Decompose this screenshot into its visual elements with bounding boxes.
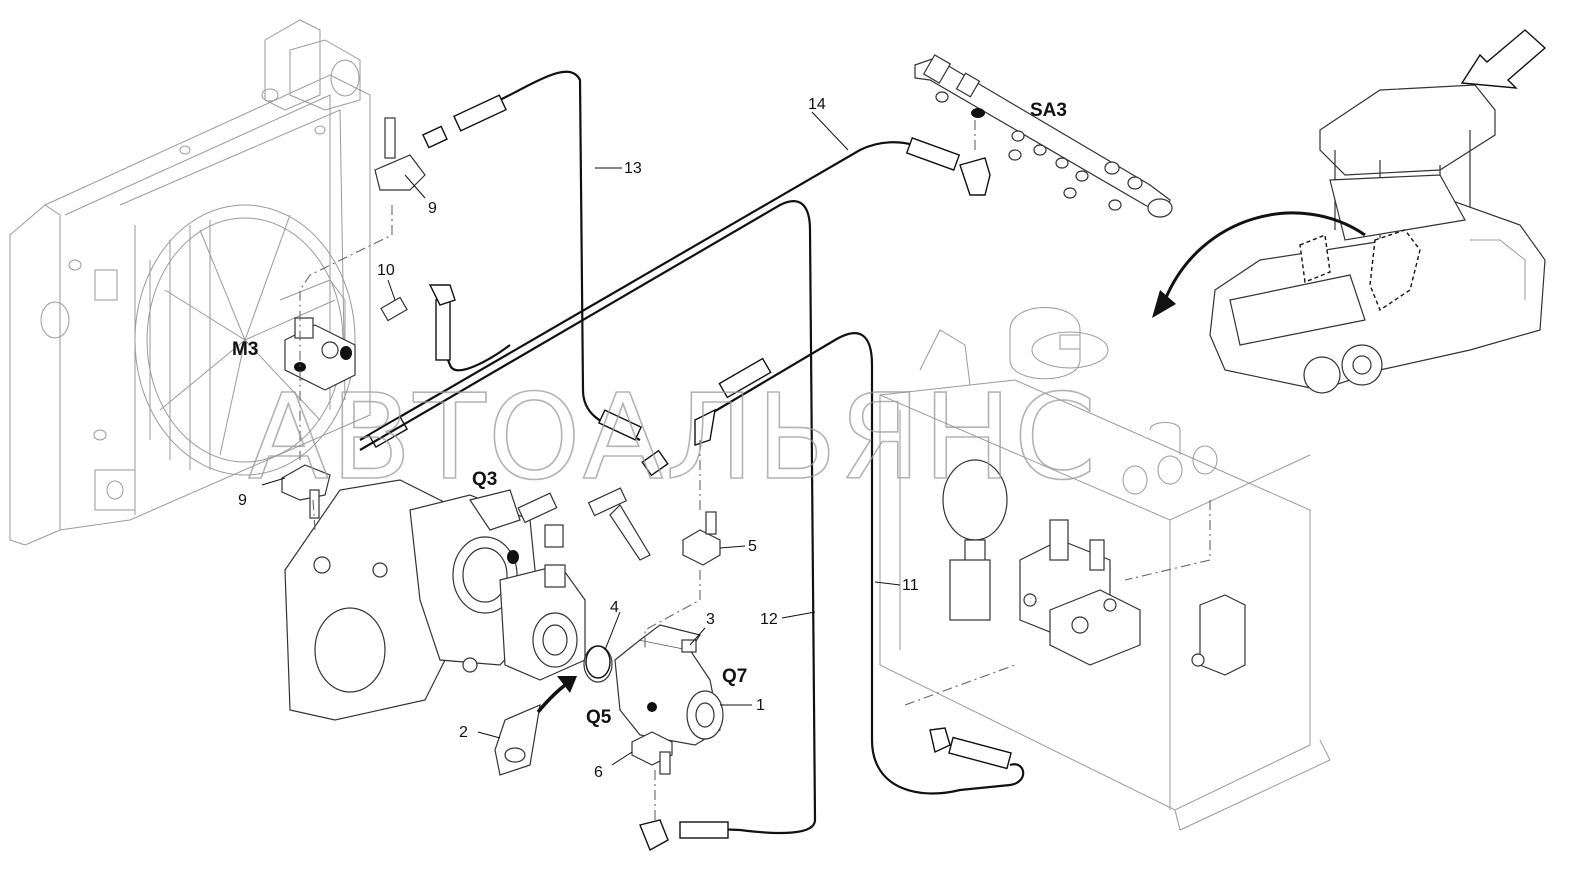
o-ring-4 [585, 645, 611, 679]
callout-12: 12 [760, 611, 778, 628]
paver-machine [1209, 84, 1546, 394]
label-q5: Q5 [586, 707, 612, 728]
flange-9-top [374, 154, 426, 191]
callout-10: 10 [377, 262, 395, 279]
callout-3: 3 [706, 611, 715, 628]
label-sa3: SA3 [1030, 100, 1067, 121]
hose-11 [694, 332, 1025, 795]
hose-14 [359, 137, 991, 449]
manifold-sa3 [914, 54, 1173, 218]
q3-fittings [517, 487, 651, 561]
callout-6: 6 [594, 764, 603, 781]
callout-13: 13 [624, 160, 642, 177]
fan-motor-m3 [284, 317, 356, 391]
leader-lines [261, 111, 901, 766]
seal-kit-2 [494, 704, 541, 776]
callout-11: 11 [902, 577, 919, 594]
view-direction-arrow-icon [1460, 29, 1547, 89]
label-q3: Q3 [472, 469, 497, 490]
mounting-arrow-icon [536, 676, 577, 714]
gear-pump-q7 [583, 624, 724, 775]
hose-13 [422, 70, 669, 477]
main-pump-q3 [284, 479, 586, 721]
sa3-marker [971, 108, 985, 118]
callout-9-top: 9 [428, 200, 437, 217]
hydraulic-tank [879, 307, 1331, 831]
radiator-assembly [9, 19, 371, 546]
location-curved-arrow-icon [1152, 211, 1366, 318]
callout-1: 1 [756, 697, 765, 714]
callout-14: 14 [808, 96, 826, 113]
assembly-lines [299, 120, 976, 820]
callout-9-bottom: 9 [238, 492, 247, 509]
label-m3: M3 [232, 339, 258, 360]
callout-5: 5 [748, 538, 757, 555]
callout-2: 2 [459, 724, 468, 741]
nipple-10 [380, 296, 408, 322]
hose-upper-return [359, 200, 817, 851]
flange-5 [682, 529, 721, 566]
watermark-text: АВТОАЛЬЯНС [248, 368, 1098, 506]
callout-4: 4 [610, 599, 619, 616]
label-q7: Q7 [722, 666, 747, 687]
